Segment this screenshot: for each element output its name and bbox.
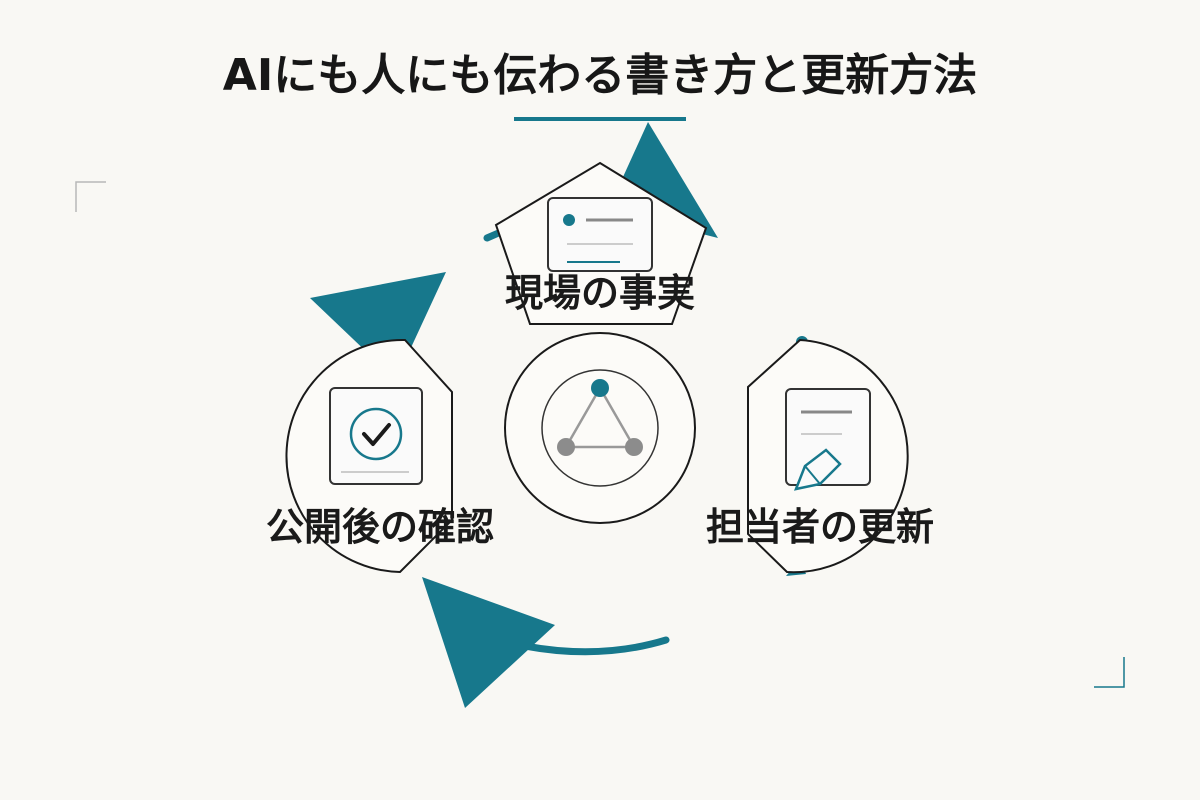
arrow-to-left-head [310,272,446,380]
title-underline [514,117,686,121]
node-label: 公開後の確認 [266,505,494,549]
node-label: 現場の事実 [505,271,695,315]
center-inner-ring [541,369,659,487]
corner-bracket-bottom-right [1094,657,1125,688]
node-owner-update: 担当者の更新 [706,338,934,574]
corner-bracket-top-left [75,181,106,212]
arrow-bottom-head [422,577,555,708]
checkmark-card-icon [329,387,423,485]
document-card-icon [547,197,653,272]
node-field-facts: 現場の事実 [494,161,708,325]
network-triangle-icon [557,379,643,456]
node-label: 担当者の更新 [706,505,934,549]
node-post-publish-check: 公開後の確認 [266,338,494,574]
center-hub [504,332,696,524]
document-edit-icon [785,388,871,491]
page-title: AIにも人にも伝わる書き方と更新方法 [223,50,977,101]
arrow-bottom-shaft [521,636,670,656]
